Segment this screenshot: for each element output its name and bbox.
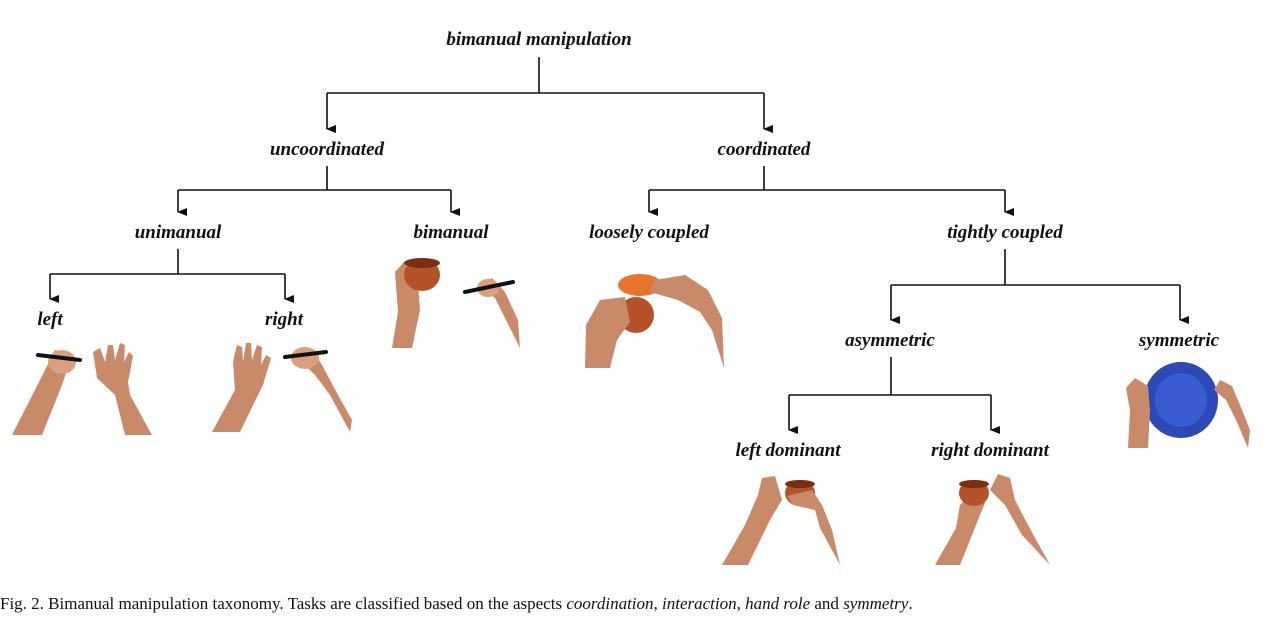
node-asymmetric: asymmetric [845,330,935,351]
node-symmetric: symmetric [1138,330,1220,351]
node-coordinated: coordinated [718,139,811,160]
caption-sep: , [653,594,663,613]
node-unimanual: unimanual [135,222,222,243]
edges-uncoordinated [177,166,460,216]
caption-suffix: . [908,594,913,613]
edges-tightly-coupled [890,249,1189,324]
node-loosely-coupled: loosely coupled [589,222,709,243]
figure-caption: Fig. 2. Bimanual manipulation taxonomy. … [0,594,1280,614]
photo-bimanual-cup-and-pen [392,258,520,348]
node-left-dominant: left dominant [735,440,841,461]
node-right-dominant: right dominant [931,440,1049,461]
edges-unimanual [49,249,294,303]
photo-symmetric-plate [1126,362,1250,448]
photo-loosely-coupled-lid-and-cup [585,274,724,368]
photo-left-dominant-cup [722,476,840,565]
caption-sep: , [736,594,746,613]
node-right: right [265,309,304,330]
caption-term-hand-role: hand role [745,594,811,613]
node-left: left [37,309,63,330]
edges-root [326,57,773,133]
caption-term-symmetry: symmetry [843,594,909,613]
node-bimanual-manipulation: bimanual manipulation [446,29,631,50]
photo-right-hand-writing [212,343,352,432]
edges-asymmetric [788,357,1000,434]
caption-prefix: Fig. 2. Bimanual manipulation taxonomy. … [0,594,567,613]
node-uncoordinated: uncoordinated [270,139,385,160]
node-bimanual: bimanual [414,222,490,243]
caption-sep: and [810,594,844,613]
node-tightly-coupled: tightly coupled [947,222,1063,243]
caption-term-coordination: coordination [566,594,654,613]
edges-coordinated [648,166,1014,216]
photo-left-hand-writing [12,343,152,435]
caption-term-interaction: interaction [662,594,737,613]
photo-right-dominant-cup [935,474,1050,565]
